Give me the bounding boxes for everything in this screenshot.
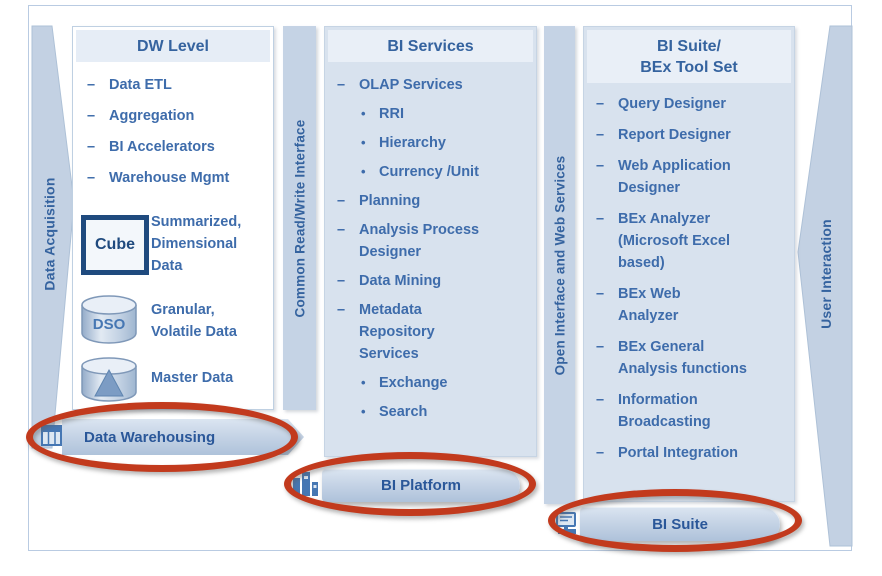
- bi-services-item-list: –OLAP Services•RRI•Hierarchy•Currency /U…: [337, 74, 534, 423]
- list-item: –BEx Web Analyzer: [596, 283, 792, 327]
- cube-data-label: Summarized, Dimensional Data: [151, 214, 242, 274]
- item-text: BEx Analyzer (Microsoft Excel based): [618, 211, 730, 271]
- list-item: –Aggregation: [87, 105, 267, 127]
- bullet-marker: •: [361, 404, 366, 419]
- item-text: Data ETL: [109, 77, 172, 93]
- dash-marker: –: [596, 127, 605, 143]
- list-item: –Analysis Process Designer: [337, 219, 534, 263]
- user-interaction-label: User Interaction: [818, 219, 835, 329]
- dw-level-panel-title: DW Level: [76, 30, 270, 62]
- dw-level-panel: DW Level –Data ETL–Aggregation–BI Accele…: [72, 26, 274, 410]
- dash-marker: –: [596, 339, 605, 355]
- dash-marker: –: [596, 158, 605, 174]
- bi-services-panel: BI Services –OLAP Services•RRI•Hierarchy…: [324, 26, 537, 457]
- item-text: BEx General Analysis functions: [618, 339, 747, 377]
- item-text: Report Designer: [618, 127, 731, 143]
- item-text: BEx Web Analyzer: [618, 286, 681, 324]
- dash-marker: –: [87, 77, 96, 93]
- data-acquisition-arrow: [31, 25, 75, 449]
- common-read-write-interface-label: Common Read/Write Interface: [292, 119, 308, 317]
- list-item: –Information Broadcasting: [596, 389, 792, 433]
- data-warehousing-annotation-ellipse: [26, 402, 298, 472]
- list-item: • RRI: [337, 103, 534, 125]
- list-item: –Warehouse Mgmt: [87, 167, 267, 189]
- dash-marker: –: [596, 392, 605, 408]
- list-item: • Exchange: [337, 372, 534, 394]
- dso-data-label: Granular, Volatile Data: [151, 302, 237, 340]
- bullet-marker: •: [361, 135, 366, 150]
- list-item: –Report Designer: [596, 124, 792, 146]
- item-text: Aggregation: [109, 108, 195, 124]
- dash-marker: –: [596, 445, 605, 461]
- item-text: Web Application Designer: [618, 158, 731, 196]
- list-item: –OLAP Services: [337, 74, 534, 96]
- item-text: Currency /Unit: [379, 164, 479, 180]
- item-text: Warehouse Mgmt: [109, 170, 230, 186]
- dso-icon-label: DSO: [93, 316, 126, 333]
- cube-icon-label: Cube: [95, 236, 135, 253]
- list-item: –Query Designer: [596, 93, 792, 115]
- dw-level-item-list: –Data ETL–Aggregation–BI Accelerators–Wa…: [87, 74, 267, 189]
- list-item: –Data ETL: [87, 74, 267, 96]
- item-text: Metadata Repository Services: [359, 302, 435, 362]
- user-interaction-arrow: [797, 25, 853, 547]
- bullet-marker: •: [361, 375, 366, 390]
- dash-marker: –: [337, 222, 346, 238]
- bi-suite-bex-panel-title: BI Suite/ BEx Tool Set: [587, 30, 791, 83]
- open-interface-web-services-bar: Open Interface and Web Services: [544, 26, 575, 504]
- bullet-marker: •: [361, 164, 366, 179]
- item-text: OLAP Services: [359, 77, 463, 93]
- dash-marker: –: [596, 96, 605, 112]
- bi-services-panel-title: BI Services: [328, 30, 533, 62]
- dash-marker: –: [87, 108, 96, 124]
- common-read-write-interface-bar: Common Read/Write Interface: [283, 26, 316, 410]
- item-text: Analysis Process Designer: [359, 222, 480, 260]
- bullet-marker: •: [361, 106, 366, 121]
- list-item: –Portal Integration: [596, 442, 792, 464]
- dash-marker: –: [596, 286, 605, 302]
- list-item: –BEx Analyzer (Microsoft Excel based): [596, 208, 792, 274]
- dash-marker: –: [337, 193, 346, 209]
- list-item: –BI Accelerators: [87, 136, 267, 158]
- item-text: Exchange: [379, 375, 448, 391]
- dash-marker: –: [337, 77, 346, 93]
- item-text: Information Broadcasting: [618, 392, 711, 430]
- dash-marker: –: [596, 211, 605, 227]
- master-data-label: Master Data: [151, 370, 234, 386]
- list-item: • Search: [337, 401, 534, 423]
- list-item: –Metadata Repository Services: [337, 299, 534, 365]
- dso-cylinder-icon: DSO: [81, 295, 137, 344]
- item-text: Data Mining: [359, 273, 442, 289]
- master-data-cylinder-icon: [81, 357, 137, 402]
- cube-icon: Cube: [81, 215, 149, 275]
- bi-suite-bex-panel: BI Suite/ BEx Tool Set –Query Designer–R…: [583, 26, 795, 502]
- dash-marker: –: [87, 139, 96, 155]
- item-text: Portal Integration: [618, 445, 739, 461]
- user-interaction-label-wrap: User Interaction: [798, 24, 854, 524]
- item-text: BI Accelerators: [109, 139, 215, 155]
- data-acquisition-label-wrap: Data Acquisition: [24, 24, 76, 444]
- item-text: Search: [379, 404, 428, 420]
- bi-suite-item-list: –Query Designer–Report Designer–Web Appl…: [596, 93, 792, 464]
- data-acquisition-label: Data Acquisition: [42, 177, 59, 291]
- list-item: • Currency /Unit: [337, 161, 534, 183]
- list-item: • Hierarchy: [337, 132, 534, 154]
- list-item: –BEx General Analysis functions: [596, 336, 792, 380]
- dash-marker: –: [337, 273, 346, 289]
- list-item: –Data Mining: [337, 270, 534, 292]
- bi-platform-annotation-ellipse: [284, 452, 536, 516]
- item-text: Query Designer: [618, 96, 726, 112]
- list-item: –Web Application Designer: [596, 155, 792, 199]
- item-text: RRI: [379, 106, 404, 122]
- open-interface-web-services-label: Open Interface and Web Services: [552, 155, 567, 375]
- bi-suite-annotation-ellipse: [548, 489, 802, 552]
- list-item: –Planning: [337, 190, 534, 212]
- dash-marker: –: [87, 170, 96, 186]
- item-text: Hierarchy: [379, 135, 446, 151]
- item-text: Planning: [359, 193, 421, 209]
- master-data-triangle: [94, 368, 124, 397]
- dash-marker: –: [337, 302, 346, 318]
